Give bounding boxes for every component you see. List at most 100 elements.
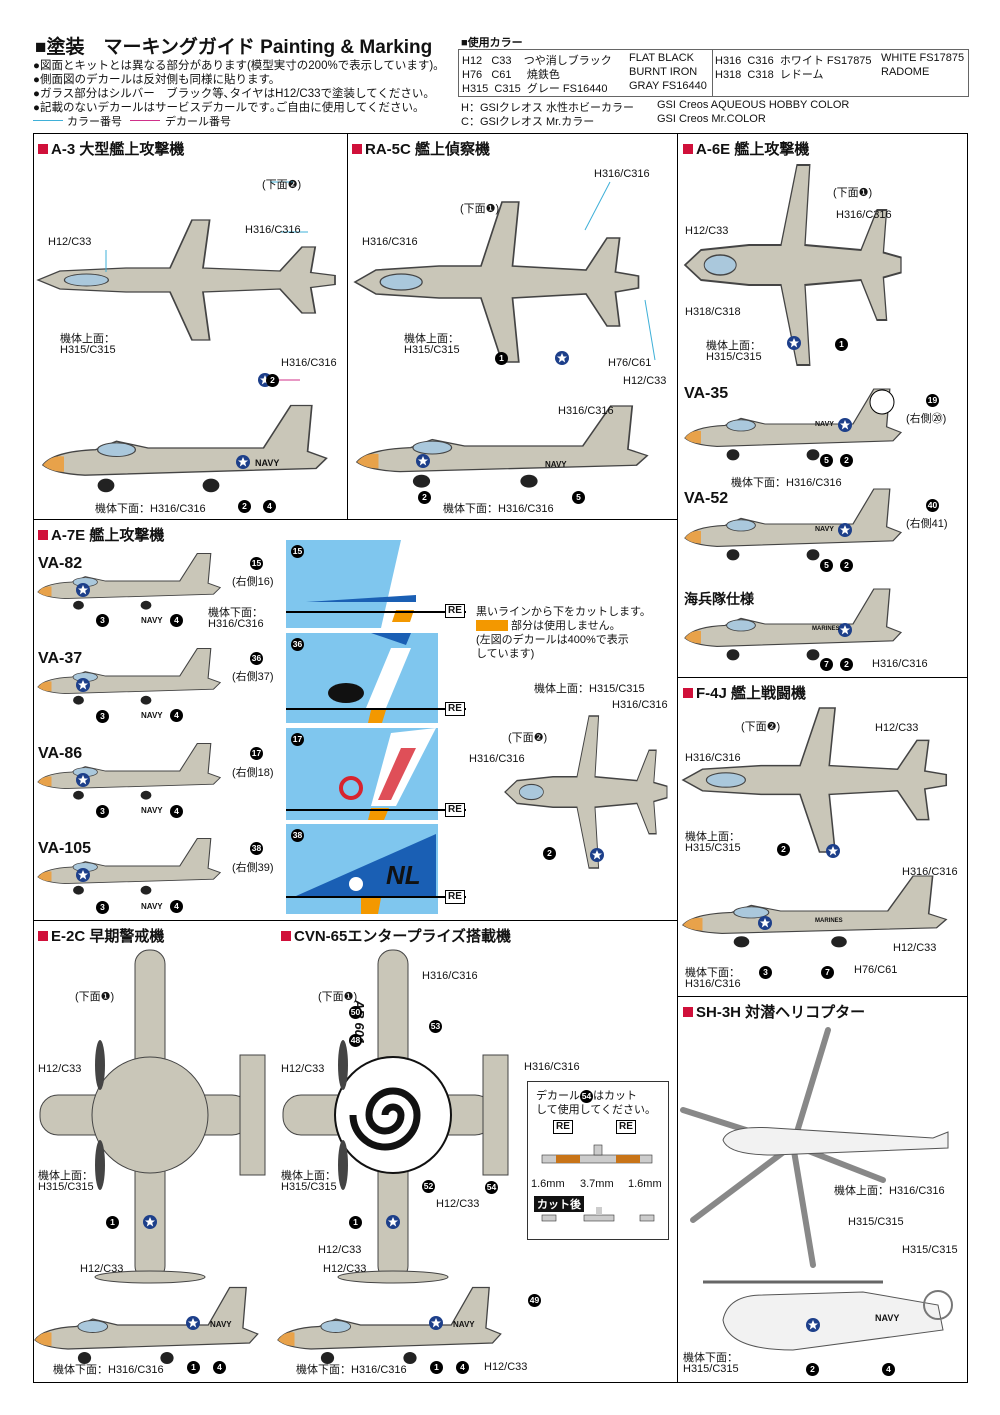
color-en: FLAT BLACK bbox=[629, 52, 695, 64]
decal-number: 2 bbox=[266, 374, 279, 387]
decal-number: 1 bbox=[835, 338, 848, 351]
navy-marking: NAVY bbox=[875, 1313, 900, 1323]
lower-label: 機体下面：H316/C316 bbox=[95, 503, 206, 515]
squadron-label: VA-86 bbox=[38, 745, 83, 762]
e2c-drawings bbox=[34, 949, 509, 1365]
decal-number: 48 bbox=[349, 1034, 362, 1047]
color-label: H12/C33 bbox=[318, 1244, 362, 1256]
after-cut-label: カット後 bbox=[534, 1196, 584, 1212]
color-label: H76/C61 bbox=[854, 964, 898, 976]
color-label: H76/C61 bbox=[608, 357, 652, 369]
decal-number: 1 bbox=[430, 1361, 443, 1374]
decal-number: 5 bbox=[820, 559, 833, 572]
color-label: H315/C315 bbox=[706, 351, 762, 363]
color-en: RADOME bbox=[881, 66, 930, 78]
color-label: H316/C316 bbox=[469, 753, 525, 765]
h-note: H：GSIクレオス 水性ホビーカラー bbox=[461, 102, 634, 114]
upper-label: 機体上面： bbox=[38, 1170, 93, 1182]
decal-number: 2 bbox=[840, 454, 853, 467]
upper-label: 機体上面：H316/C316 bbox=[834, 1185, 945, 1197]
legend-color-number: カラー番号 bbox=[67, 116, 122, 128]
sh3h-drawings bbox=[680, 1027, 953, 1351]
color-label: H12/C33 bbox=[484, 1361, 528, 1373]
callout-text: して使用してください。 bbox=[536, 1104, 657, 1116]
cut-line bbox=[286, 708, 466, 710]
color-label: H316/C316 bbox=[836, 209, 892, 221]
callout-text: はカット bbox=[593, 1090, 637, 1102]
decal-number: 52 bbox=[422, 1180, 435, 1193]
marines-marking: MARINES bbox=[812, 626, 840, 632]
lower-label: 機体下面：H316/C316 bbox=[53, 1364, 164, 1376]
decal-number: 3 bbox=[96, 614, 109, 627]
lower-label: (下面❷) bbox=[508, 732, 548, 744]
decal-number: 2 bbox=[418, 491, 431, 504]
decal-number: 36 bbox=[250, 652, 263, 665]
lower-label: 機体下面： bbox=[683, 1352, 738, 1364]
color-row: H315 C315 グレー FS16440 bbox=[462, 83, 608, 95]
decal-number: 3 bbox=[96, 805, 109, 818]
color-label: H12/C33 bbox=[875, 722, 919, 734]
re-tag: RE bbox=[445, 604, 465, 618]
ra5c-drawings bbox=[354, 181, 656, 489]
callout-text: デカール bbox=[536, 1090, 580, 1102]
dimension-label: 3.7mm bbox=[580, 1178, 614, 1190]
right-side-label: (右側⑳) bbox=[906, 413, 947, 425]
lower-label: 機体下面：H316/C316 bbox=[731, 477, 842, 489]
cut-note: しています) bbox=[476, 648, 535, 660]
ra5c-side-view bbox=[355, 404, 649, 489]
lower-label: 機体下面： bbox=[685, 967, 740, 979]
a7e-title: A-7E 艦上攻撃機 bbox=[38, 524, 164, 545]
decal-number: 4 bbox=[263, 500, 276, 513]
svg-text:NL: NL bbox=[386, 860, 421, 890]
color-line-swatch bbox=[33, 120, 63, 121]
e2c-top-view bbox=[39, 949, 266, 1281]
color-label: H316/C316 bbox=[524, 1061, 580, 1073]
lower-label: 機体下面：H316/C316 bbox=[443, 503, 554, 515]
color-label: H316/C316 bbox=[362, 236, 418, 248]
unused-swatch bbox=[476, 620, 508, 631]
decal-number: 4 bbox=[170, 709, 183, 722]
lower-label: (下面❶) bbox=[833, 187, 873, 199]
navy-marking: NAVY bbox=[141, 806, 163, 815]
color-label: H316/C316 bbox=[281, 357, 337, 369]
color-label: H316/C316 bbox=[685, 978, 741, 990]
color-label: H316/C316 bbox=[872, 658, 928, 670]
decal-number: 3 bbox=[96, 710, 109, 723]
color-label: H12/C33 bbox=[38, 1063, 82, 1075]
ra5c-top-view bbox=[354, 201, 640, 363]
re-tag: RE bbox=[553, 1120, 573, 1134]
color-row: H12 C33 つや消しブラック bbox=[462, 55, 612, 67]
color-label: H12/C33 bbox=[623, 375, 667, 387]
color-label: H316/C316 bbox=[558, 405, 614, 417]
decal-number: 2 bbox=[777, 843, 790, 856]
lower-label: 機体下面： bbox=[208, 607, 263, 619]
f4j-title: F-4J 艦上戦闘機 bbox=[683, 682, 806, 703]
decal-number: 4 bbox=[213, 1361, 226, 1374]
color-label: H12/C33 bbox=[48, 236, 92, 248]
upper-label: 機体上面： bbox=[706, 340, 761, 352]
decal-number: 1 bbox=[349, 1216, 362, 1229]
decal-number: 4 bbox=[170, 614, 183, 627]
decal-number: 2 bbox=[840, 559, 853, 572]
re-tag: RE bbox=[445, 890, 465, 904]
decal-number: 5 bbox=[572, 491, 585, 504]
legend-decal-number: デカール番号 bbox=[165, 116, 231, 128]
color-label: H316/C316 bbox=[594, 168, 650, 180]
decal-number: 50 bbox=[349, 1006, 362, 1019]
a3-drawings bbox=[37, 181, 336, 494]
decal-number: 4 bbox=[882, 1363, 895, 1376]
cut-line bbox=[286, 611, 466, 613]
decal-number: 40 bbox=[926, 499, 939, 512]
a6e-title: A-6E 艦上攻撃機 bbox=[683, 138, 809, 159]
squadron-label: VA-37 bbox=[38, 650, 83, 667]
cut-line bbox=[286, 809, 466, 811]
a7e-top-view bbox=[504, 715, 668, 869]
color-label: H315/C315 bbox=[683, 1363, 739, 1375]
ra5c-title: RA-5C 艦上偵察機 bbox=[352, 138, 490, 159]
color-label: H316/C316 bbox=[245, 224, 301, 236]
navy-marking: NAVY bbox=[815, 526, 834, 533]
decal-number: 2 bbox=[543, 847, 556, 860]
a6e-drawings bbox=[684, 164, 902, 662]
color-label: H12/C33 bbox=[893, 942, 937, 954]
